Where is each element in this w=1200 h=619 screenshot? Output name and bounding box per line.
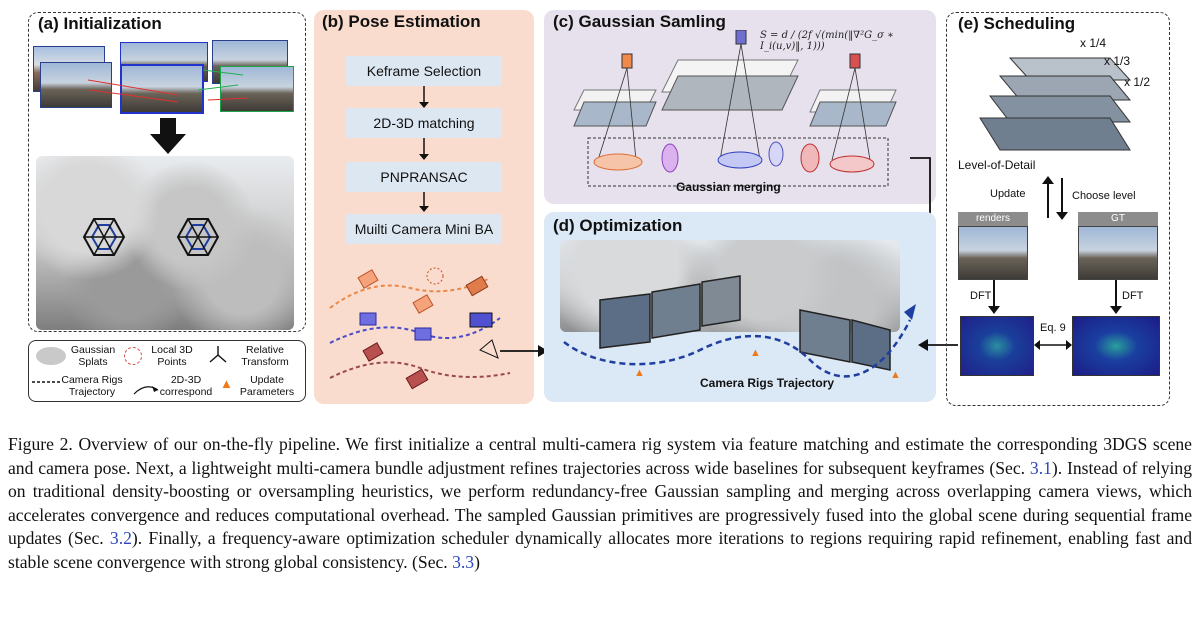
fire-icon: ▲ bbox=[220, 376, 233, 391]
compare-arrow-icon bbox=[1034, 340, 1072, 350]
optimization-views: ▲ ▲ ▲ bbox=[563, 275, 916, 381]
caption-text: ) bbox=[474, 551, 480, 572]
camera-rig-icon bbox=[176, 218, 220, 256]
caption-text: Figure 2. Overview of our on-the-fly pip… bbox=[8, 434, 1192, 478]
dft-right-label: DFT bbox=[1122, 290, 1144, 302]
correspond-arrow-icon bbox=[133, 386, 159, 395]
svg-text:▲: ▲ bbox=[750, 347, 761, 359]
panel-c-title: (c) Gaussian Samling bbox=[553, 12, 726, 31]
renders-header: renders bbox=[958, 212, 1028, 226]
caption-text: ). Instead of relying on traditional den… bbox=[8, 457, 1192, 549]
caption-text: ). Finally, a frequency-aware optimizati… bbox=[8, 528, 1193, 572]
lod-stack bbox=[979, 57, 1132, 151]
arrow-right-icon bbox=[500, 345, 548, 357]
sampling-formula: S = d / (2f √(min(‖∇²G_σ ∗ I_i(u,v)‖, 1)… bbox=[760, 30, 894, 52]
camera-rigs-trajectory-label: Camera Rigs Trajectory bbox=[700, 376, 835, 390]
panel-a-title: (a) Initialization bbox=[38, 14, 162, 33]
choose-level-label: Choose level bbox=[1072, 190, 1136, 202]
legend-rig-trajectory: Camera Rigs Trajectory bbox=[61, 374, 123, 398]
legend-update-params: Update Parameters bbox=[239, 374, 295, 398]
panel-initialization bbox=[28, 12, 306, 332]
gt-header: GT bbox=[1078, 212, 1158, 226]
scale-label: x 1/3 bbox=[1104, 54, 1131, 68]
section-ref-link[interactable]: 3.3 bbox=[452, 551, 475, 572]
step-multi-camera-mini-ba: Muilti Camera Mini BA bbox=[346, 214, 502, 244]
renders-image bbox=[958, 226, 1028, 280]
svg-text:▲: ▲ bbox=[634, 367, 645, 379]
arrow-left-icon bbox=[918, 339, 958, 351]
section-ref-link[interactable]: 3.1 bbox=[1029, 457, 1052, 478]
camera-rig-icon bbox=[82, 218, 126, 256]
flow-arrows bbox=[419, 86, 429, 212]
gaussian-splat-icon bbox=[36, 347, 66, 365]
update-choose-arrows bbox=[1042, 176, 1068, 220]
svg-text:▲: ▲ bbox=[890, 369, 901, 381]
sampling-views bbox=[573, 30, 897, 187]
feature-match-lines bbox=[87, 69, 249, 103]
pose-trajectories bbox=[329, 267, 511, 390]
step-pnpransac: PNPRANSAC bbox=[346, 162, 502, 192]
input-image-4 bbox=[120, 64, 204, 114]
gaussian-merging-label: Gaussian merging bbox=[676, 180, 781, 194]
panel-d-title: (d) Optimization bbox=[553, 216, 683, 235]
input-image-2 bbox=[40, 62, 112, 108]
local-points-icon bbox=[124, 347, 142, 365]
legend-relative-transform: Relative Transform bbox=[241, 344, 289, 368]
step-2d3d-matching: 2D-3D matching bbox=[346, 108, 502, 138]
trajectory-line-icon bbox=[32, 381, 62, 383]
initial-point-cloud bbox=[36, 156, 294, 330]
panel-scheduling bbox=[946, 12, 1170, 406]
dft-left-label: DFT bbox=[970, 290, 992, 302]
level-of-detail-label: Level-of-Detail bbox=[958, 158, 1036, 172]
eq-9-label: Eq. 9 bbox=[1040, 322, 1066, 334]
legend-correspond: 2D-3D correspond bbox=[159, 374, 213, 398]
scale-label: x 1/4 bbox=[1080, 36, 1107, 50]
dft-arrows bbox=[988, 280, 1122, 314]
legend-gaussian-splats: Gaussian Splats bbox=[70, 344, 116, 368]
renders-spectrum bbox=[960, 316, 1034, 376]
section-ref-link[interactable]: 3.2 bbox=[109, 528, 132, 549]
legend bbox=[28, 340, 306, 402]
gt-image bbox=[1078, 226, 1158, 280]
scale-label: x 1/2 bbox=[1124, 75, 1151, 89]
down-arrow-icon bbox=[150, 118, 186, 154]
panel-b-title: (b) Pose Estimation bbox=[322, 12, 481, 31]
gt-spectrum bbox=[1072, 316, 1160, 376]
relative-transform-icon bbox=[209, 346, 227, 363]
panel-e-title: (e) Scheduling bbox=[958, 14, 1076, 33]
legend-local-points: Local 3D Points bbox=[151, 344, 193, 368]
update-label: Update bbox=[990, 188, 1026, 200]
step-keyframe-selection: Keframe Selection bbox=[346, 56, 502, 86]
figure-caption: Figure 2. Overview of our on-the-fly pip… bbox=[8, 433, 1192, 575]
